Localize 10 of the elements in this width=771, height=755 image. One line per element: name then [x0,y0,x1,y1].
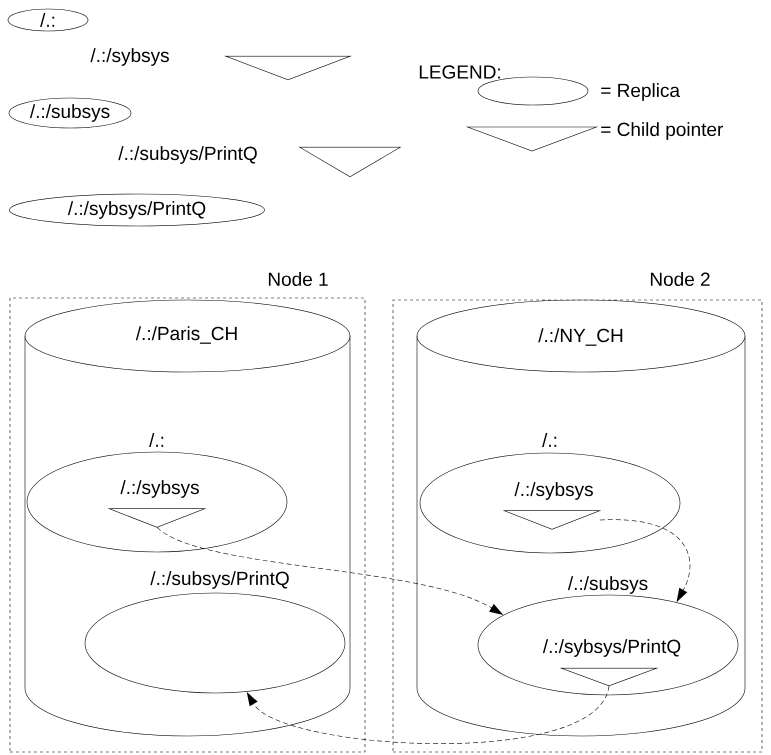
node-label: /.: [149,433,164,447]
node-label: /.: [542,433,556,447]
node-label: /.:/subsys/PrintQ [150,571,289,589]
path-label: /.:/subsys/PrintQ [118,146,257,164]
node-label: Node 2 [650,272,710,286]
legend-heading: LEGEND: [420,65,500,79]
dashed-arrow [246,686,610,744]
path-label: /.:/sybsys [90,48,169,66]
node-label: /.:/subsys [568,576,648,594]
node-label: Node 1 [268,272,328,286]
